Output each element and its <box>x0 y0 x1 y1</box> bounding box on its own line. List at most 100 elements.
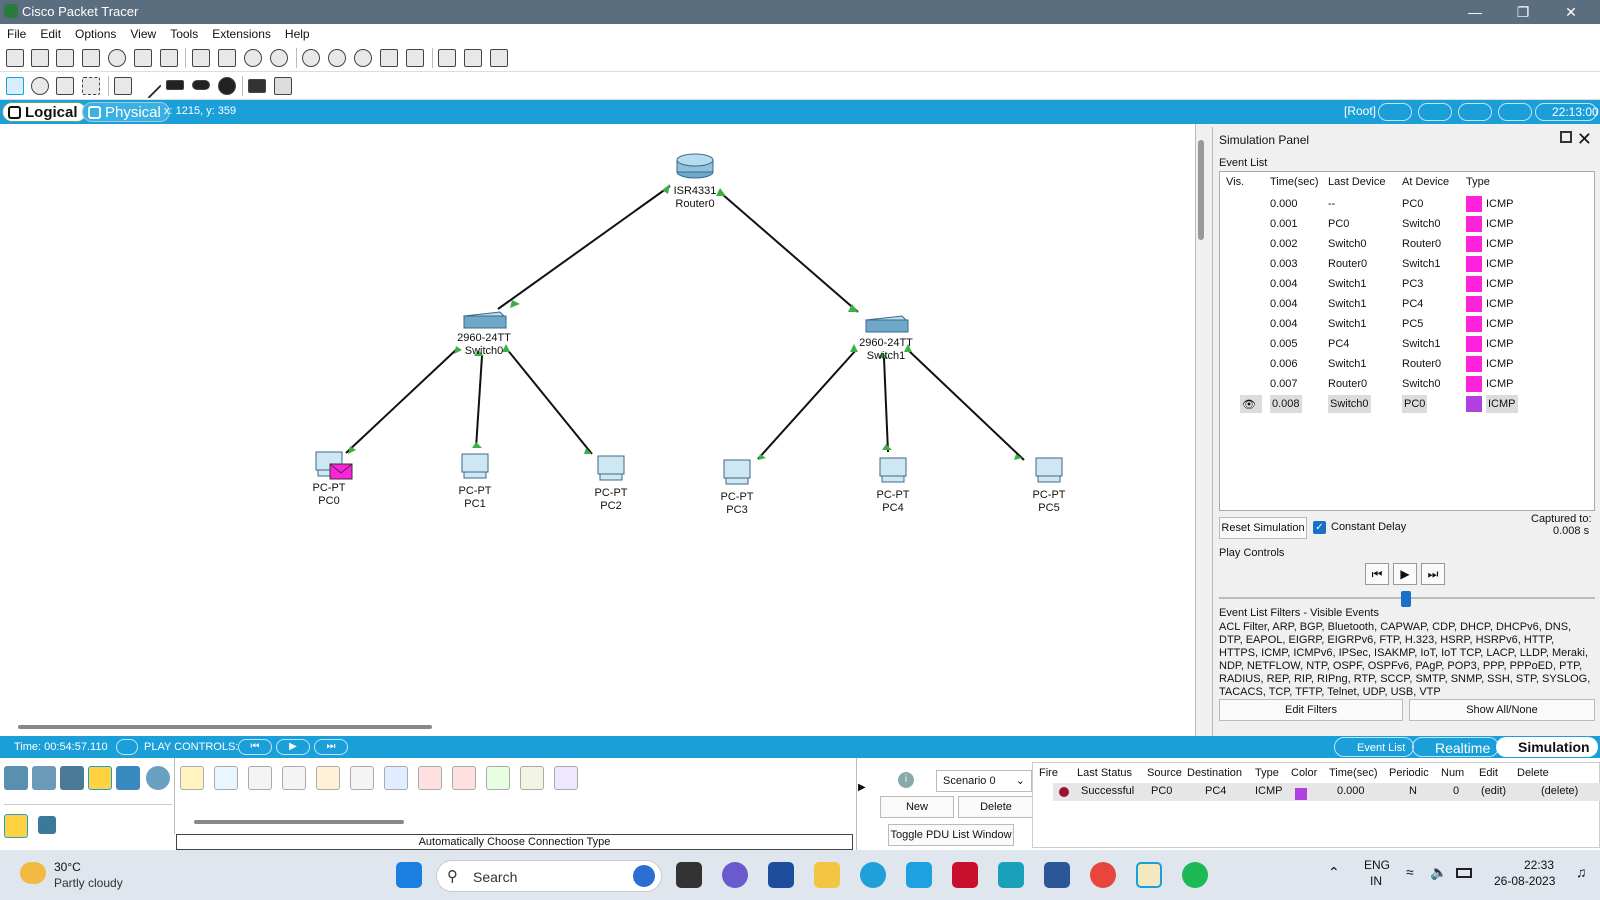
menu-edit[interactable]: Edit <box>40 27 62 41</box>
close-icon[interactable]: ✕ <box>1576 129 1592 149</box>
battery-icon[interactable] <box>1456 868 1472 878</box>
canvas-vertical-scrollbar[interactable] <box>1198 140 1204 240</box>
fire-indicator-icon[interactable] <box>1059 787 1069 797</box>
root-label[interactable]: [Root] <box>1344 104 1377 118</box>
copy-icon[interactable] <box>192 49 210 67</box>
select-tool-icon[interactable] <box>6 77 24 95</box>
menu-view[interactable]: View <box>130 27 157 41</box>
move-object-icon[interactable] <box>1458 103 1492 121</box>
menu-extensions[interactable]: Extensions <box>212 27 271 41</box>
expand-arrow-icon[interactable]: ▶ <box>858 782 866 793</box>
add-simple-pdu-icon[interactable] <box>248 79 266 93</box>
logical-workspace[interactable]: ISR4331 Router0 2960-24TT Switch0 2960-2… <box>0 124 1196 736</box>
auto-connection-icon[interactable] <box>4 814 28 838</box>
logical-tab[interactable]: Logical <box>2 102 87 122</box>
undo-icon[interactable] <box>244 49 262 67</box>
zoom-out-icon[interactable] <box>354 49 372 67</box>
chrome-icon[interactable] <box>1090 862 1116 888</box>
mcafee-icon[interactable] <box>952 862 978 888</box>
zoom-in-icon[interactable] <box>302 49 320 67</box>
store-icon[interactable] <box>768 862 794 888</box>
network-devices-icon[interactable] <box>4 766 28 790</box>
eye-icon[interactable]: 👁 <box>1240 395 1262 413</box>
serial-dte-icon[interactable] <box>452 766 476 790</box>
taskbar-search[interactable]: ⚲ Search <box>436 860 662 892</box>
file-explorer-icon[interactable] <box>814 862 840 888</box>
octal-cable-icon[interactable] <box>486 766 510 790</box>
event-list-toggle[interactable]: Event List <box>1334 737 1415 757</box>
new-file-icon[interactable] <box>6 49 24 67</box>
word-icon[interactable] <box>1044 862 1070 888</box>
add-complex-pdu-icon[interactable] <box>274 77 292 95</box>
connection-grid-icon[interactable] <box>38 816 56 834</box>
step-forward-button[interactable]: ⏭ <box>1421 563 1445 585</box>
pdu-row[interactable] <box>1053 783 1600 801</box>
taskbar-date[interactable]: 26-08-2023 <box>1494 874 1556 888</box>
edge-icon[interactable] <box>860 862 886 888</box>
bottom-step-back-button[interactable]: ⏮ <box>238 739 272 755</box>
physical-tab[interactable]: Physical <box>82 102 170 122</box>
resize-shape-icon[interactable] <box>82 77 100 95</box>
scenario-select[interactable]: Scenario 0⌄ <box>936 770 1032 792</box>
notification-bell-icon[interactable]: ♫ <box>1576 864 1587 880</box>
play-button[interactable]: ▶ <box>1393 563 1417 585</box>
pdu-edit-link[interactable]: (edit) <box>1481 785 1507 797</box>
components-icon[interactable] <box>60 766 84 790</box>
taskbar-time[interactable]: 22:33 <box>1524 858 1555 872</box>
weather-icon[interactable] <box>20 862 46 884</box>
delete-scenario-button[interactable]: Delete <box>958 796 1034 818</box>
open-folder-icon[interactable] <box>31 49 49 67</box>
save-icon[interactable] <box>56 49 74 67</box>
power-cycle-icon[interactable] <box>116 739 138 755</box>
zoom-reset-icon[interactable] <box>328 49 346 67</box>
task-view-icon[interactable] <box>676 862 702 888</box>
toggle-pdu-list-button[interactable]: Toggle PDU List Window <box>888 824 1014 846</box>
draw-ellipse-icon[interactable] <box>192 80 210 90</box>
teams-chat-icon[interactable] <box>722 862 748 888</box>
palette-scrollbar[interactable] <box>194 820 404 824</box>
restore-button[interactable]: ❐ <box>1516 4 1530 20</box>
language-line2[interactable]: IN <box>1370 874 1382 888</box>
speed-slider-thumb[interactable] <box>1401 591 1411 607</box>
minimize-button[interactable]: — <box>1468 4 1482 20</box>
console-cable-icon[interactable] <box>214 766 238 790</box>
redo-icon[interactable] <box>270 49 288 67</box>
set-background-icon[interactable] <box>1498 103 1532 121</box>
miscellaneous-icon[interactable] <box>116 766 140 790</box>
coaxial-icon[interactable] <box>384 766 408 790</box>
automatic-cable-icon[interactable] <box>180 766 204 790</box>
new-cluster-icon[interactable] <box>1418 103 1452 121</box>
usb-cable-icon[interactable] <box>554 766 578 790</box>
packet-tracer-taskbar-icon[interactable] <box>1136 862 1162 888</box>
simulation-mode-tab[interactable]: Simulation <box>1496 737 1598 757</box>
phone-cable-icon[interactable] <box>350 766 374 790</box>
scenario-info-icon[interactable]: i <box>898 772 914 788</box>
network-info-icon[interactable] <box>134 49 152 67</box>
drawing-palette-icon[interactable] <box>380 49 398 67</box>
back-icon[interactable] <box>1378 103 1412 121</box>
app-icon[interactable] <box>998 862 1024 888</box>
connections-icon[interactable] <box>88 766 112 790</box>
bottom-play-button[interactable]: ▶ <box>276 739 310 755</box>
view-command-log-icon[interactable] <box>438 49 456 67</box>
wifi-icon[interactable]: ≈ <box>1406 864 1414 880</box>
copper-cross-icon[interactable] <box>282 766 306 790</box>
multiuser-icon[interactable] <box>146 766 170 790</box>
show-hidden-icons-icon[interactable]: ⌃ <box>1328 864 1340 880</box>
start-icon[interactable] <box>396 862 422 888</box>
draw-rectangle-icon[interactable] <box>166 80 184 90</box>
volume-icon[interactable]: 🔈 <box>1430 864 1448 880</box>
menu-help[interactable]: Help <box>284 27 310 41</box>
image-icon[interactable] <box>490 49 508 67</box>
custom-devices-icon[interactable] <box>406 49 424 67</box>
end-devices-icon[interactable] <box>32 766 56 790</box>
